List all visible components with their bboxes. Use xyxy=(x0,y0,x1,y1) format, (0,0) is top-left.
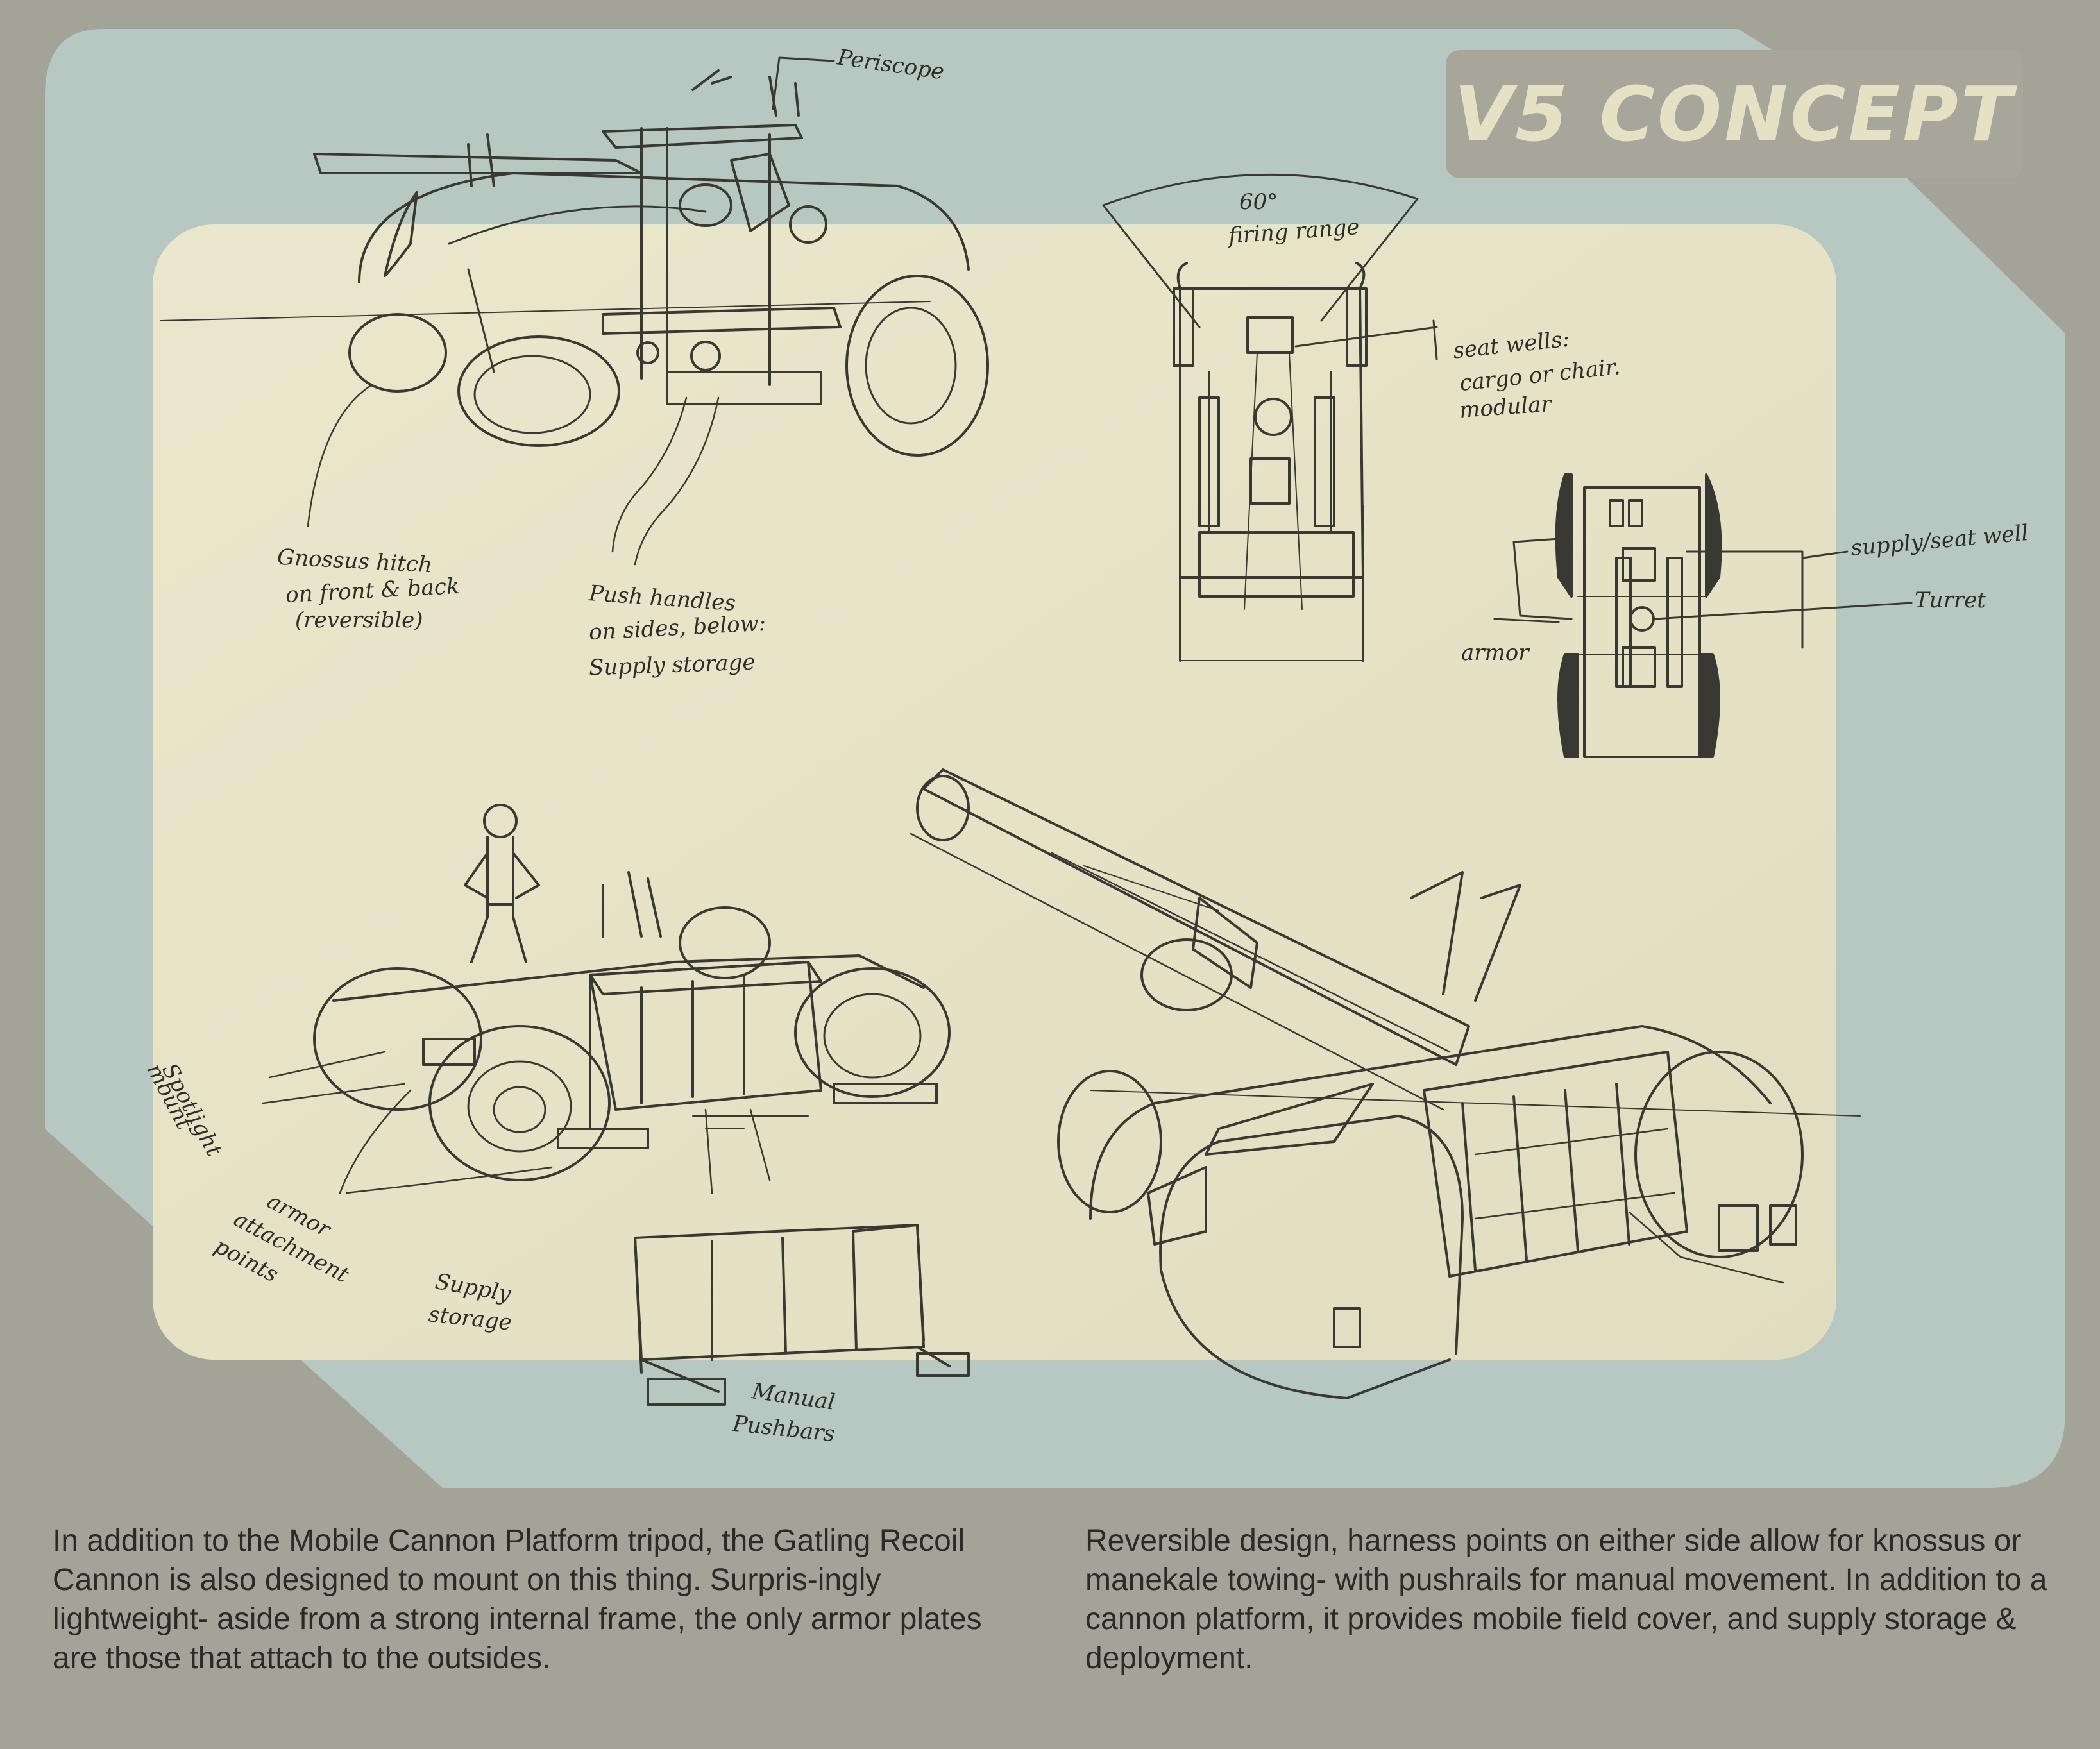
side-view-sketch xyxy=(160,69,989,566)
isometric-platform-sketch xyxy=(262,804,951,1194)
caption-left: In addition to the Mobile Cannon Platfor… xyxy=(53,1524,982,1675)
armor-leader xyxy=(1493,537,1573,623)
manual-pushbars-sketch xyxy=(634,1224,970,1406)
annotation-push-handles-3: Supply storage xyxy=(588,649,756,681)
annotation-turret: Turret xyxy=(1915,587,1986,613)
turret-leader xyxy=(1654,602,1913,620)
annotation-armor: armor xyxy=(1461,640,1529,666)
annotation-firing-range-degrees: 60° xyxy=(1239,189,1278,215)
seat-wells-leader xyxy=(1294,319,1438,360)
cannon-platform-sketch xyxy=(910,768,1861,1399)
page-title: V5 CONCEPT xyxy=(1453,70,2015,158)
annotation-hitch-3: (reversible) xyxy=(295,607,423,633)
top-view-armor-sketch xyxy=(1555,473,1722,758)
paper-sheet xyxy=(153,224,1836,1360)
title-badge: V5 CONCEPT xyxy=(1446,50,2023,178)
top-view-firing-range-sketch xyxy=(1102,173,1419,662)
supply-seat-leader xyxy=(1686,550,1849,649)
caption-right: Reversible design, harness points on eit… xyxy=(1085,1524,2047,1675)
periscope-leader xyxy=(772,56,835,110)
